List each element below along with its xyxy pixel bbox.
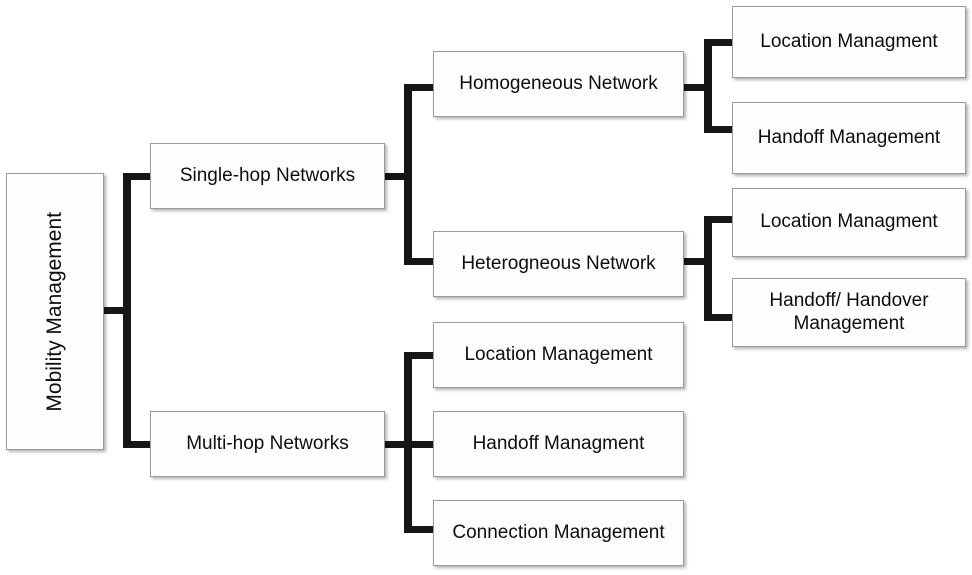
connector-homogeneous-to-handoff [704,126,736,133]
node-label: Single-hop Networks [179,164,356,186]
connector-root-to-single-hop [123,173,155,180]
connector-root-to-multi-hop [123,441,155,448]
node-label: Homogeneous Network [459,72,658,94]
node-multihop-location-management[interactable]: Location Management [433,322,684,388]
node-single-hop-networks[interactable]: Single-hop Networks [150,143,385,209]
node-label: Mobility Management [42,211,66,412]
node-homogeneous-network[interactable]: Homogeneous Network [433,51,684,117]
connector-root-spine [123,173,131,448]
node-label: Location Managment [760,30,938,52]
node-homo-handoff-management[interactable]: Handoff Management [732,102,966,174]
connector-multi-hop-stub [385,441,411,448]
node-homo-location-managment[interactable]: Location Managment [732,6,966,78]
node-multihop-handoff-managment[interactable]: Handoff Managment [433,411,684,477]
node-hetero-location-managment[interactable]: Location Managment [732,188,966,257]
connector-single-hop-to-heterogneous [404,258,438,265]
connector-homogeneous-stub [684,84,710,91]
node-label: Location Management [464,343,653,365]
node-multi-hop-networks[interactable]: Multi-hop Networks [150,411,385,477]
node-label: Multi-hop Networks [186,432,349,454]
connector-multi-hop-to-connection [404,526,438,533]
connector-single-hop-spine [404,84,412,265]
connector-multi-hop-to-handoff [404,441,438,448]
connector-heterogneous-spine [704,216,712,321]
node-label: Handoff Management [757,126,941,148]
node-mobility-management[interactable]: Mobility Management [6,173,104,450]
connector-single-hop-to-homogeneous [404,84,438,91]
node-multihop-connection-management[interactable]: Connection Management [433,500,684,566]
node-label: Connection Management [452,521,665,543]
connector-heterogneous-stub [684,258,710,265]
connector-homogeneous-to-location [704,39,736,46]
node-label: Handoff Managment [472,432,645,454]
node-heterogneous-network[interactable]: Heterogneous Network [433,231,684,297]
node-label: Handoff/ Handover Management [769,290,929,334]
connector-single-hop-stub [385,173,411,180]
connector-heterogneous-to-handoff-handover [704,314,736,321]
connector-heterogneous-to-location [704,216,736,223]
node-label: Location Managment [760,211,938,233]
node-hetero-handoff-handover-management[interactable]: Handoff/ Handover Management [732,278,966,347]
connector-root-stub [104,307,130,314]
connector-homogeneous-spine [704,39,712,133]
connector-multi-hop-to-location [404,352,438,359]
node-label: Heterogneous Network [461,252,656,274]
